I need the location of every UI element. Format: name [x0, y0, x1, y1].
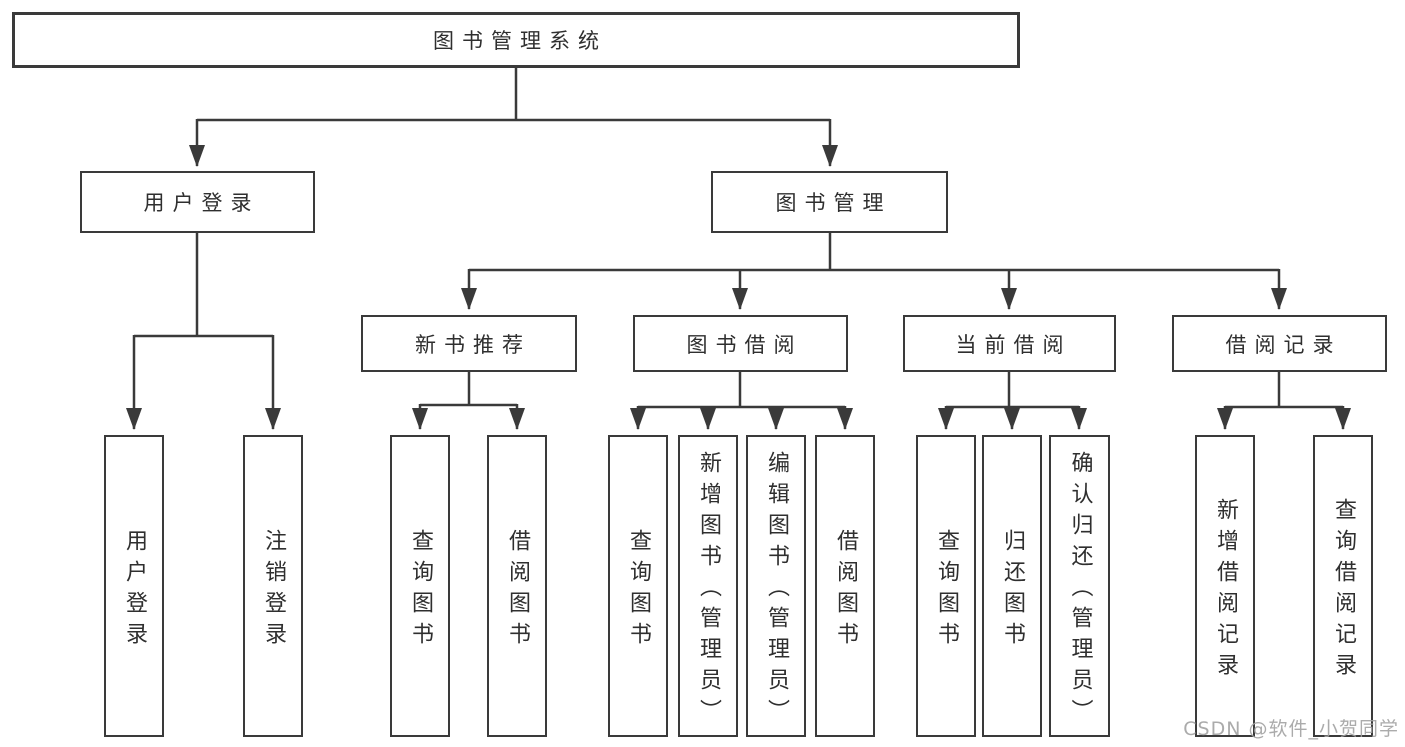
node-borrowing-records-label: 借阅记录 — [1225, 332, 1342, 357]
leaf-edit-books-admin-label: 编辑图书（管理员） — [764, 451, 789, 730]
leaf-return-books-label: 归还图书 — [1000, 528, 1025, 653]
leaf-edit-books-admin: 编辑图书（管理员） — [746, 435, 806, 737]
leaf-query-books-borrowing-label: 查询图书 — [626, 528, 651, 653]
node-current-borrowing-label: 当前借阅 — [955, 332, 1072, 357]
leaf-user-login: 用户登录 — [104, 435, 164, 737]
leaf-borrow-books-borrowing: 借阅图书 — [815, 435, 875, 737]
node-book-management: 图书管理 — [711, 171, 948, 233]
leaf-add-borrow-record-label: 新增借阅记录 — [1213, 497, 1238, 684]
leaf-confirm-return-admin: 确认归还（管理员） — [1049, 435, 1110, 737]
node-user-login: 用户登录 — [80, 171, 315, 233]
leaf-borrow-books-recommend-label: 借阅图书 — [505, 528, 530, 653]
leaf-return-books: 归还图书 — [982, 435, 1042, 737]
leaf-borrow-books-borrowing-label: 借阅图书 — [833, 528, 858, 653]
leaf-borrow-books-recommend: 借阅图书 — [487, 435, 547, 737]
node-user-login-label: 用户登录 — [143, 191, 260, 215]
leaf-logout-label: 注销登录 — [261, 528, 286, 653]
watermark-text: CSDN @软件_小贺同学 — [1183, 718, 1399, 740]
leaf-query-books-recommend: 查询图书 — [390, 435, 450, 737]
leaf-query-books-current-label: 查询图书 — [934, 528, 959, 653]
node-new-book-recommend-label: 新书推荐 — [415, 332, 531, 357]
leaf-logout: 注销登录 — [243, 435, 303, 737]
node-library-system: 图书管理系统 — [12, 12, 1020, 68]
leaf-add-books-admin: 新增图书（管理员） — [678, 435, 738, 737]
leaf-query-books-borrowing: 查询图书 — [608, 435, 668, 737]
leaf-add-borrow-record: 新增借阅记录 — [1195, 435, 1255, 737]
leaf-query-books-recommend-label: 查询图书 — [408, 528, 433, 653]
node-library-system-label: 图书管理系统 — [433, 29, 607, 53]
node-borrowing-records: 借阅记录 — [1172, 315, 1387, 372]
leaf-query-borrow-record: 查询借阅记录 — [1313, 435, 1373, 737]
node-book-management-label: 图书管理 — [775, 191, 892, 215]
node-book-borrowing: 图书借阅 — [633, 315, 848, 372]
leaf-query-borrow-record-label: 查询借阅记录 — [1331, 497, 1356, 684]
leaf-user-login-label: 用户登录 — [122, 528, 147, 653]
node-book-borrowing-label: 图书借阅 — [686, 332, 803, 357]
leaf-add-books-admin-label: 新增图书（管理员） — [696, 451, 721, 730]
node-current-borrowing: 当前借阅 — [903, 315, 1116, 372]
node-new-book-recommend: 新书推荐 — [361, 315, 577, 372]
leaf-confirm-return-admin-label: 确认归还（管理员） — [1067, 451, 1093, 730]
leaf-query-books-current: 查询图书 — [916, 435, 976, 737]
